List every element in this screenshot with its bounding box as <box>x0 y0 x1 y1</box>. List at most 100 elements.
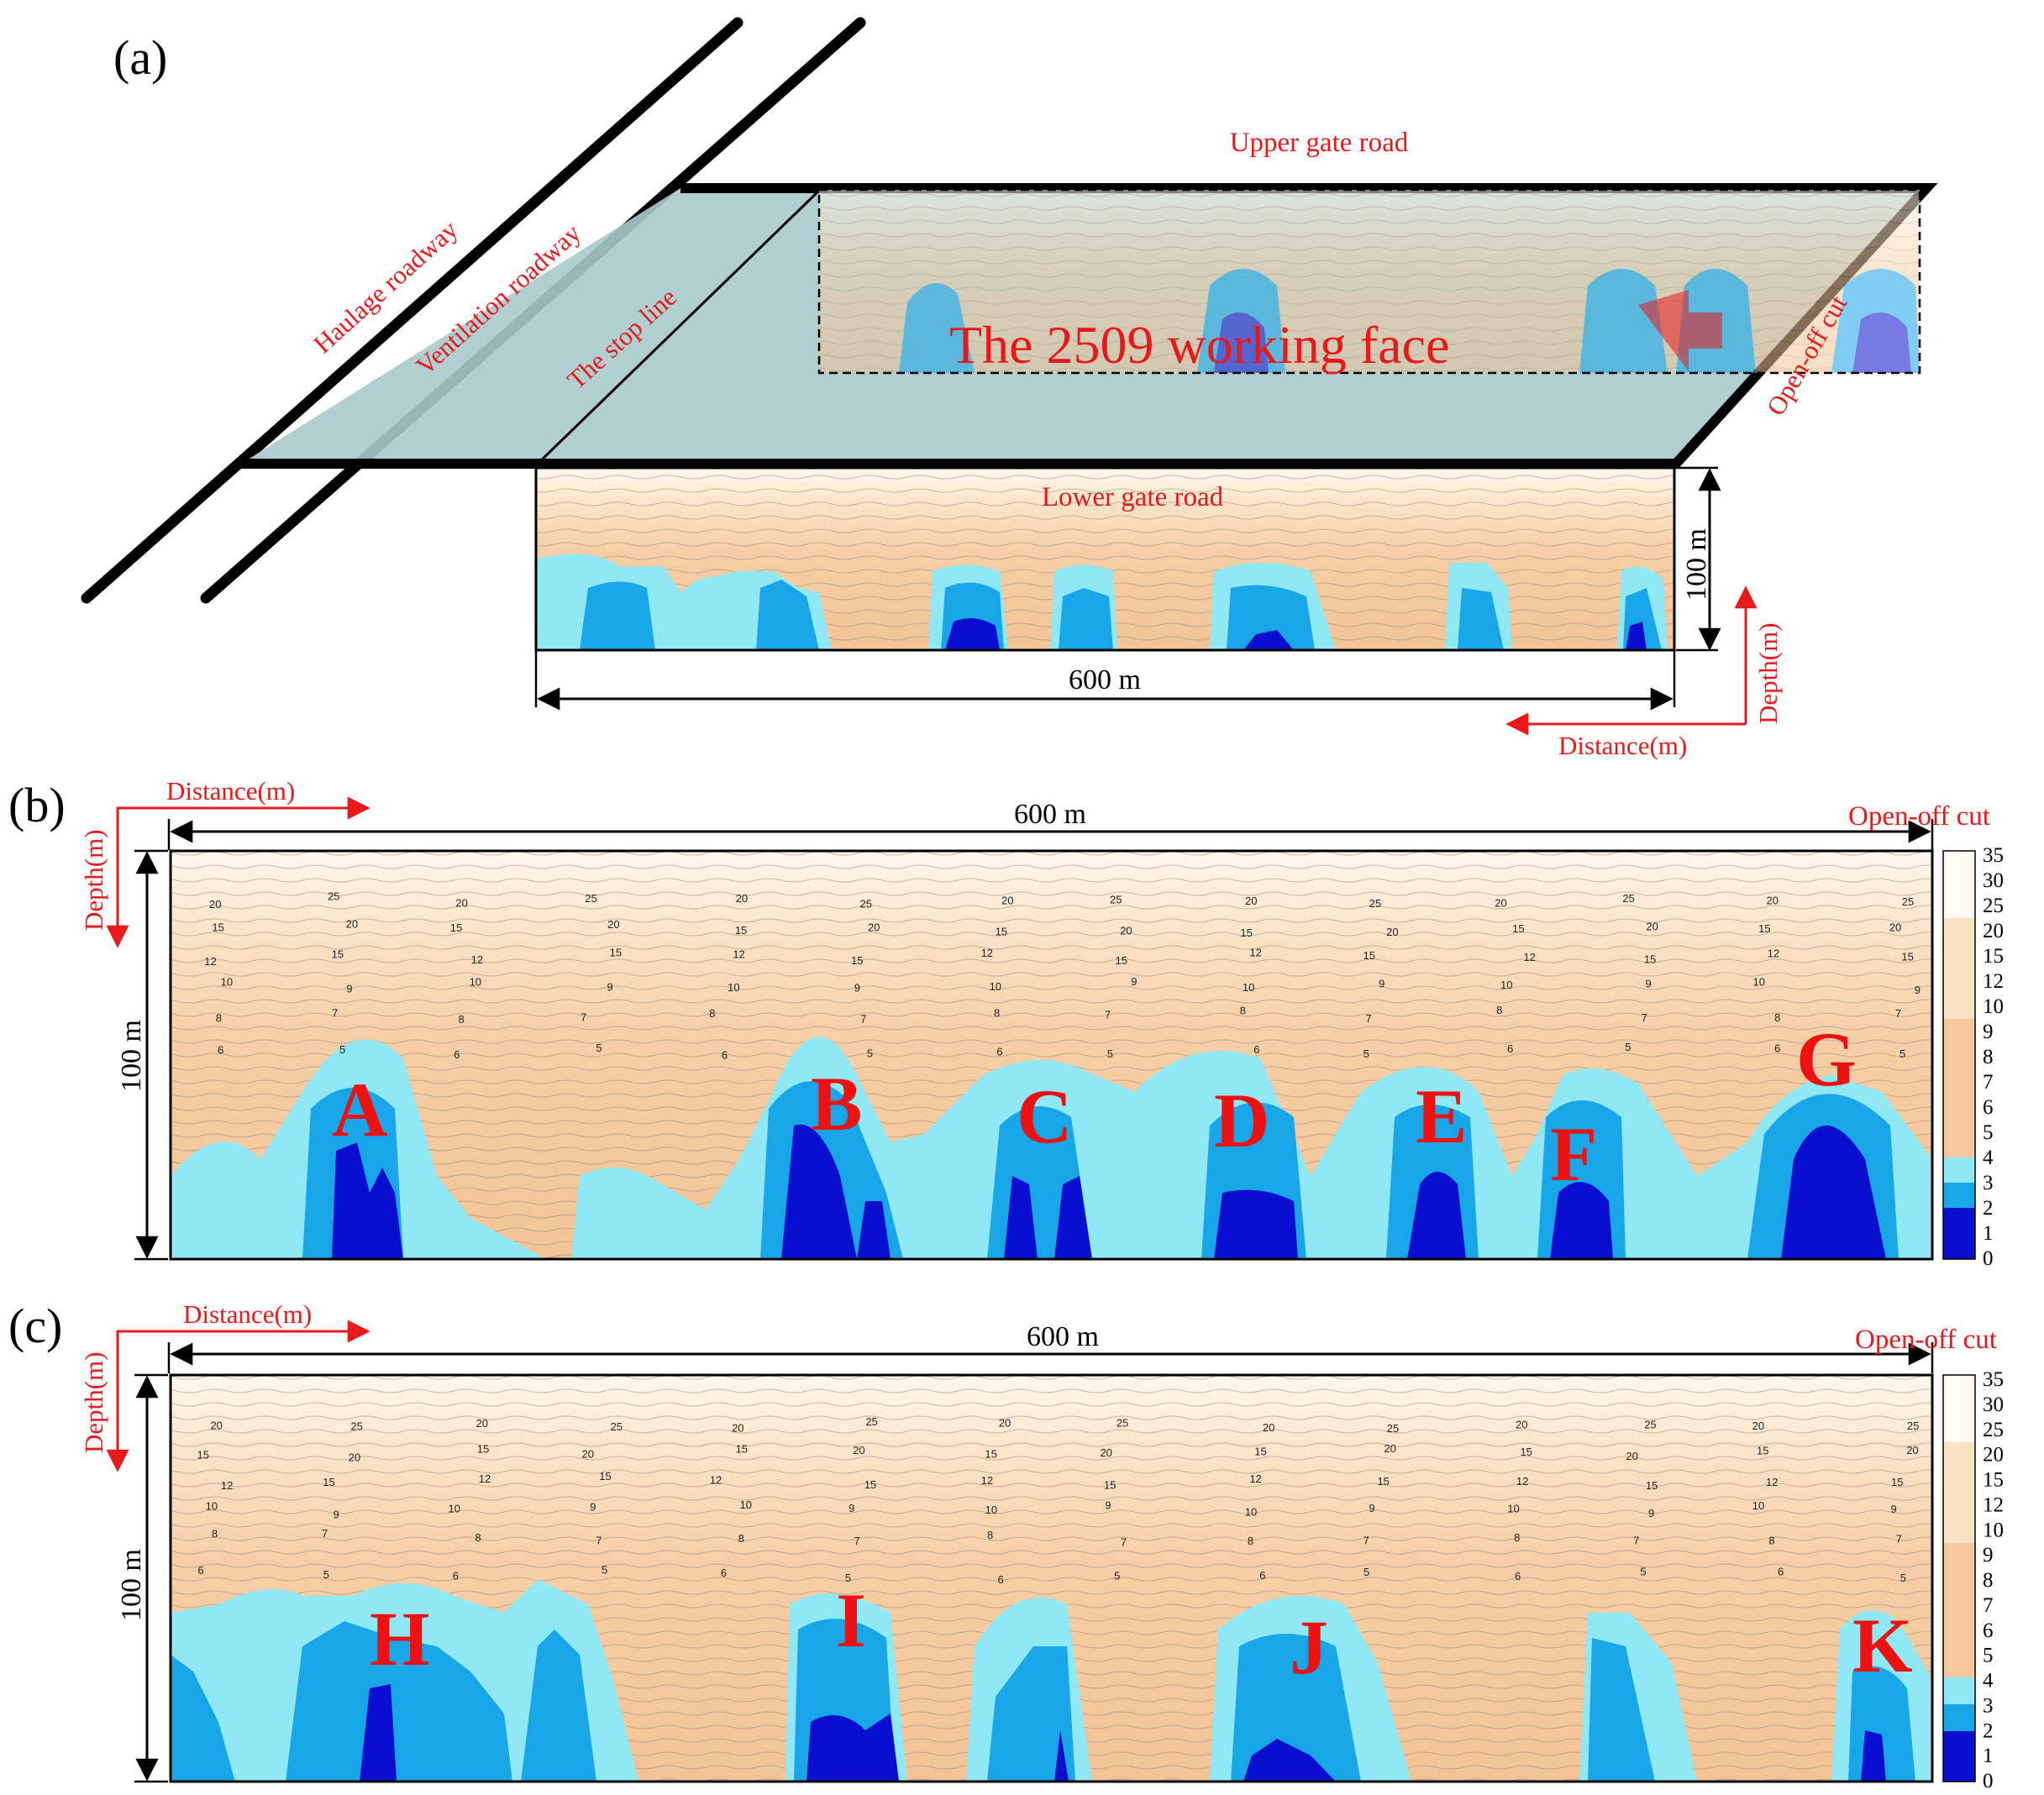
contour-value-label: 6 <box>722 1048 728 1061</box>
contour-value-label: 6 <box>1774 1042 1780 1054</box>
contour-value-label: 7 <box>581 1010 586 1023</box>
contour-value-label: 9 <box>1369 1502 1374 1514</box>
colorbar-tick-label: 3 <box>1983 1172 1994 1194</box>
anomaly-label-g: G <box>1796 1016 1857 1102</box>
contour-value-label: 7 <box>1121 1535 1127 1548</box>
contour-value-label: 8 <box>987 1529 993 1541</box>
contour-value-label: 25 <box>610 1420 622 1433</box>
contour-value-label: 20 <box>1752 1420 1764 1432</box>
height-dim-label-a: 100 m <box>1681 528 1712 601</box>
section-b-frame <box>169 849 1934 1261</box>
contour-value-label: 9 <box>1379 978 1385 990</box>
colorbar-tick-label: 30 <box>1983 869 2004 892</box>
panel-letter-c: (c) <box>8 1299 62 1353</box>
contour-value-label: 20 <box>1766 895 1778 907</box>
contour-value-label: 8 <box>216 1011 222 1024</box>
contour-value-label: 5 <box>1900 1572 1906 1584</box>
contour-value-label: 7 <box>860 1012 866 1025</box>
contour-value-label: 8 <box>1240 1004 1246 1016</box>
contour-value-label: 8 <box>1774 1011 1780 1024</box>
contour-value-label: 20 <box>346 918 358 931</box>
contour-value-label: 25 <box>1110 894 1122 906</box>
contour-value-label: 12 <box>710 1473 722 1486</box>
contour-value-label: 15 <box>212 921 223 934</box>
contour-value-label: 5 <box>1900 1047 1905 1060</box>
contour-value-label: 10 <box>449 1503 460 1515</box>
contour-value-label: 20 <box>1001 894 1013 906</box>
colorbar-tick-label: 20 <box>1983 1444 2004 1467</box>
contour-value-label: 15 <box>1757 1444 1768 1456</box>
contour-value-label: 12 <box>1249 947 1261 959</box>
colorbar-tick-label: 30 <box>1983 1393 2004 1416</box>
contour-value-label: 15 <box>323 1476 334 1488</box>
contour-value-label: 7 <box>1642 1011 1647 1024</box>
contour-value-label: 5 <box>867 1047 873 1059</box>
contour-value-label: 6 <box>453 1569 459 1582</box>
contour-value-label: 20 <box>1120 924 1132 937</box>
contour-value-label: 8 <box>709 1007 715 1020</box>
contour-value-label: 25 <box>585 892 596 905</box>
contour-value-label: 20 <box>607 918 619 931</box>
contour-value-label: 20 <box>853 1444 864 1456</box>
contour-value-label: 5 <box>323 1568 329 1581</box>
contour-value-label: 9 <box>1105 1498 1111 1511</box>
contour-value-label: 9 <box>346 982 352 995</box>
contour-value-label: 5 <box>1364 1047 1369 1060</box>
contour-value-label: 7 <box>1633 1535 1639 1547</box>
contour-value-label: 20 <box>1384 1442 1395 1455</box>
contour-value-label: 25 <box>1902 895 1914 908</box>
colorbar-tick-label: 3 <box>1983 1694 1994 1717</box>
contour-value-label: 7 <box>1366 1012 1372 1025</box>
contour-value-label: 25 <box>328 890 339 902</box>
contour-value-label: 20 <box>1646 921 1658 933</box>
contour-value-label: 15 <box>985 1447 996 1460</box>
colorbar-tick-label: 9 <box>1983 1544 1994 1567</box>
contour-value-label: 9 <box>1648 1507 1654 1519</box>
contour-value-label: 12 <box>1768 947 1779 959</box>
upper-gate-road-label: Upper gate road <box>1230 128 1409 158</box>
anomaly-label-e: E <box>1416 1073 1467 1159</box>
colorbar-tick-label: 12 <box>1983 970 2004 993</box>
contour-value-label: 10 <box>985 1504 997 1516</box>
working-face-label: The 2509 working face <box>949 315 1449 375</box>
contour-value-label: 20 <box>210 1420 222 1432</box>
colorbar-tick-label: 15 <box>1983 1469 2004 1492</box>
contour-value-label: 8 <box>994 1006 1000 1019</box>
anomaly-label-j: J <box>1290 1604 1328 1690</box>
contour-value-label: 20 <box>582 1447 594 1460</box>
colorbar-tick-label: 20 <box>1983 920 2004 942</box>
contour-value-label: 15 <box>1520 1446 1532 1458</box>
contour-value-label: 20 <box>1386 926 1398 938</box>
contour-value-label: 15 <box>735 924 747 937</box>
contour-value-label: 20 <box>349 1451 360 1463</box>
contour-value-label: 25 <box>860 897 872 910</box>
contour-value-label: 5 <box>1107 1047 1113 1060</box>
contour-value-label: 15 <box>1363 949 1374 962</box>
contour-value-label: 6 <box>1515 1570 1521 1582</box>
contour-value-label: 8 <box>459 1013 465 1026</box>
contour-value-label: 15 <box>332 947 344 960</box>
open-off-cut-label-c: Open-off cut <box>1855 1325 1997 1355</box>
width-dim-label-c: 600 m <box>1027 1321 1099 1352</box>
contour-value-label: 9 <box>334 1508 339 1520</box>
contour-value-label: 9 <box>1646 977 1652 989</box>
colorbar-tick-label: 10 <box>1983 995 2004 1018</box>
colorbar-tick-label: 12 <box>1983 1493 2004 1516</box>
contour-value-label: 9 <box>607 981 613 994</box>
distance-axis-label-a: Distance(m) <box>1558 731 1687 760</box>
contour-value-label: 12 <box>981 947 993 959</box>
depth-axis-label-b: Depth(m) <box>79 829 108 931</box>
contour-value-label: 20 <box>868 921 880 934</box>
contour-value-label: 12 <box>1516 1475 1528 1488</box>
panel-letter-b: (b) <box>8 778 66 832</box>
upper-gate-section <box>819 190 1920 373</box>
colorbar-tick-label: 25 <box>1983 895 2004 917</box>
panel-letter-a: (a) <box>113 30 167 85</box>
contour-value-label: 9 <box>590 1500 596 1513</box>
colorbar-tick-label: 1 <box>1983 1222 1994 1245</box>
contour-value-label: 10 <box>221 975 233 988</box>
colorbar-tick-label: 35 <box>1983 844 2004 867</box>
anomaly-label-i: I <box>836 1577 866 1663</box>
contour-value-label: 15 <box>851 954 863 967</box>
